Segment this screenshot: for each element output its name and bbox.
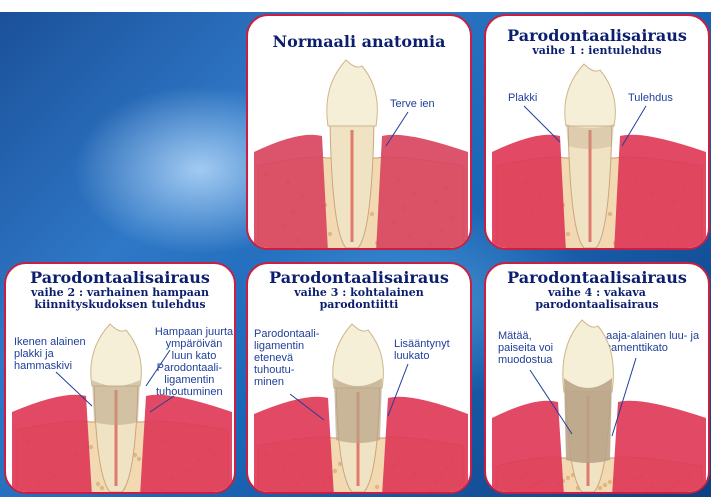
plaque <box>564 378 612 463</box>
bone-pore <box>598 486 602 490</box>
panel-stage-2: Parodontaalisairaus vaihe 2 : varhainen … <box>4 262 236 494</box>
gum-left <box>12 395 92 494</box>
tooth-illustration <box>486 264 710 494</box>
bone-pore <box>375 485 379 489</box>
gum-left <box>492 135 566 250</box>
gum-left <box>492 401 564 494</box>
tooth-crown <box>333 324 384 388</box>
gum-right <box>614 135 706 250</box>
panel-stage-3: Parodontaalisairaus vaihe 3 : kohtalaine… <box>246 262 472 494</box>
bone-pore <box>603 483 607 487</box>
bone-pore <box>608 480 612 484</box>
bone-pore <box>100 486 104 490</box>
top-strip <box>0 0 711 12</box>
bone-pore <box>566 232 570 236</box>
panel-stage-4: Parodontaalisairaus vaihe 4 : vakava par… <box>484 262 710 494</box>
bone-pore <box>89 445 93 449</box>
tooth-crown <box>327 60 378 126</box>
bone-pore <box>608 212 612 216</box>
tooth-illustration <box>248 264 472 494</box>
bone-pore <box>328 232 332 236</box>
plaque <box>92 380 140 425</box>
bone-pore <box>96 482 100 486</box>
bone-pore <box>370 212 374 216</box>
plaque <box>334 378 382 443</box>
tooth-illustration <box>486 16 710 250</box>
gum-right <box>612 401 706 494</box>
tooth-illustration <box>248 16 472 250</box>
gum-right <box>382 397 468 494</box>
tooth-crown <box>563 320 614 392</box>
gum-right <box>376 135 468 250</box>
bone-pore <box>333 469 337 473</box>
panel-stage-1: Parodontaalisairaus vaihe 1 : ientulehdu… <box>484 14 710 250</box>
tooth-crown <box>91 324 142 386</box>
tooth-illustration <box>6 264 236 494</box>
tooth-crown <box>565 64 616 126</box>
gum-left <box>254 135 328 250</box>
gum-left <box>254 397 334 494</box>
panel-normal-anatomy: Normaali anatomia Terve ien <box>246 14 472 250</box>
bone-pore <box>566 476 570 480</box>
bone-pore <box>137 457 141 461</box>
gum-right <box>140 395 232 494</box>
